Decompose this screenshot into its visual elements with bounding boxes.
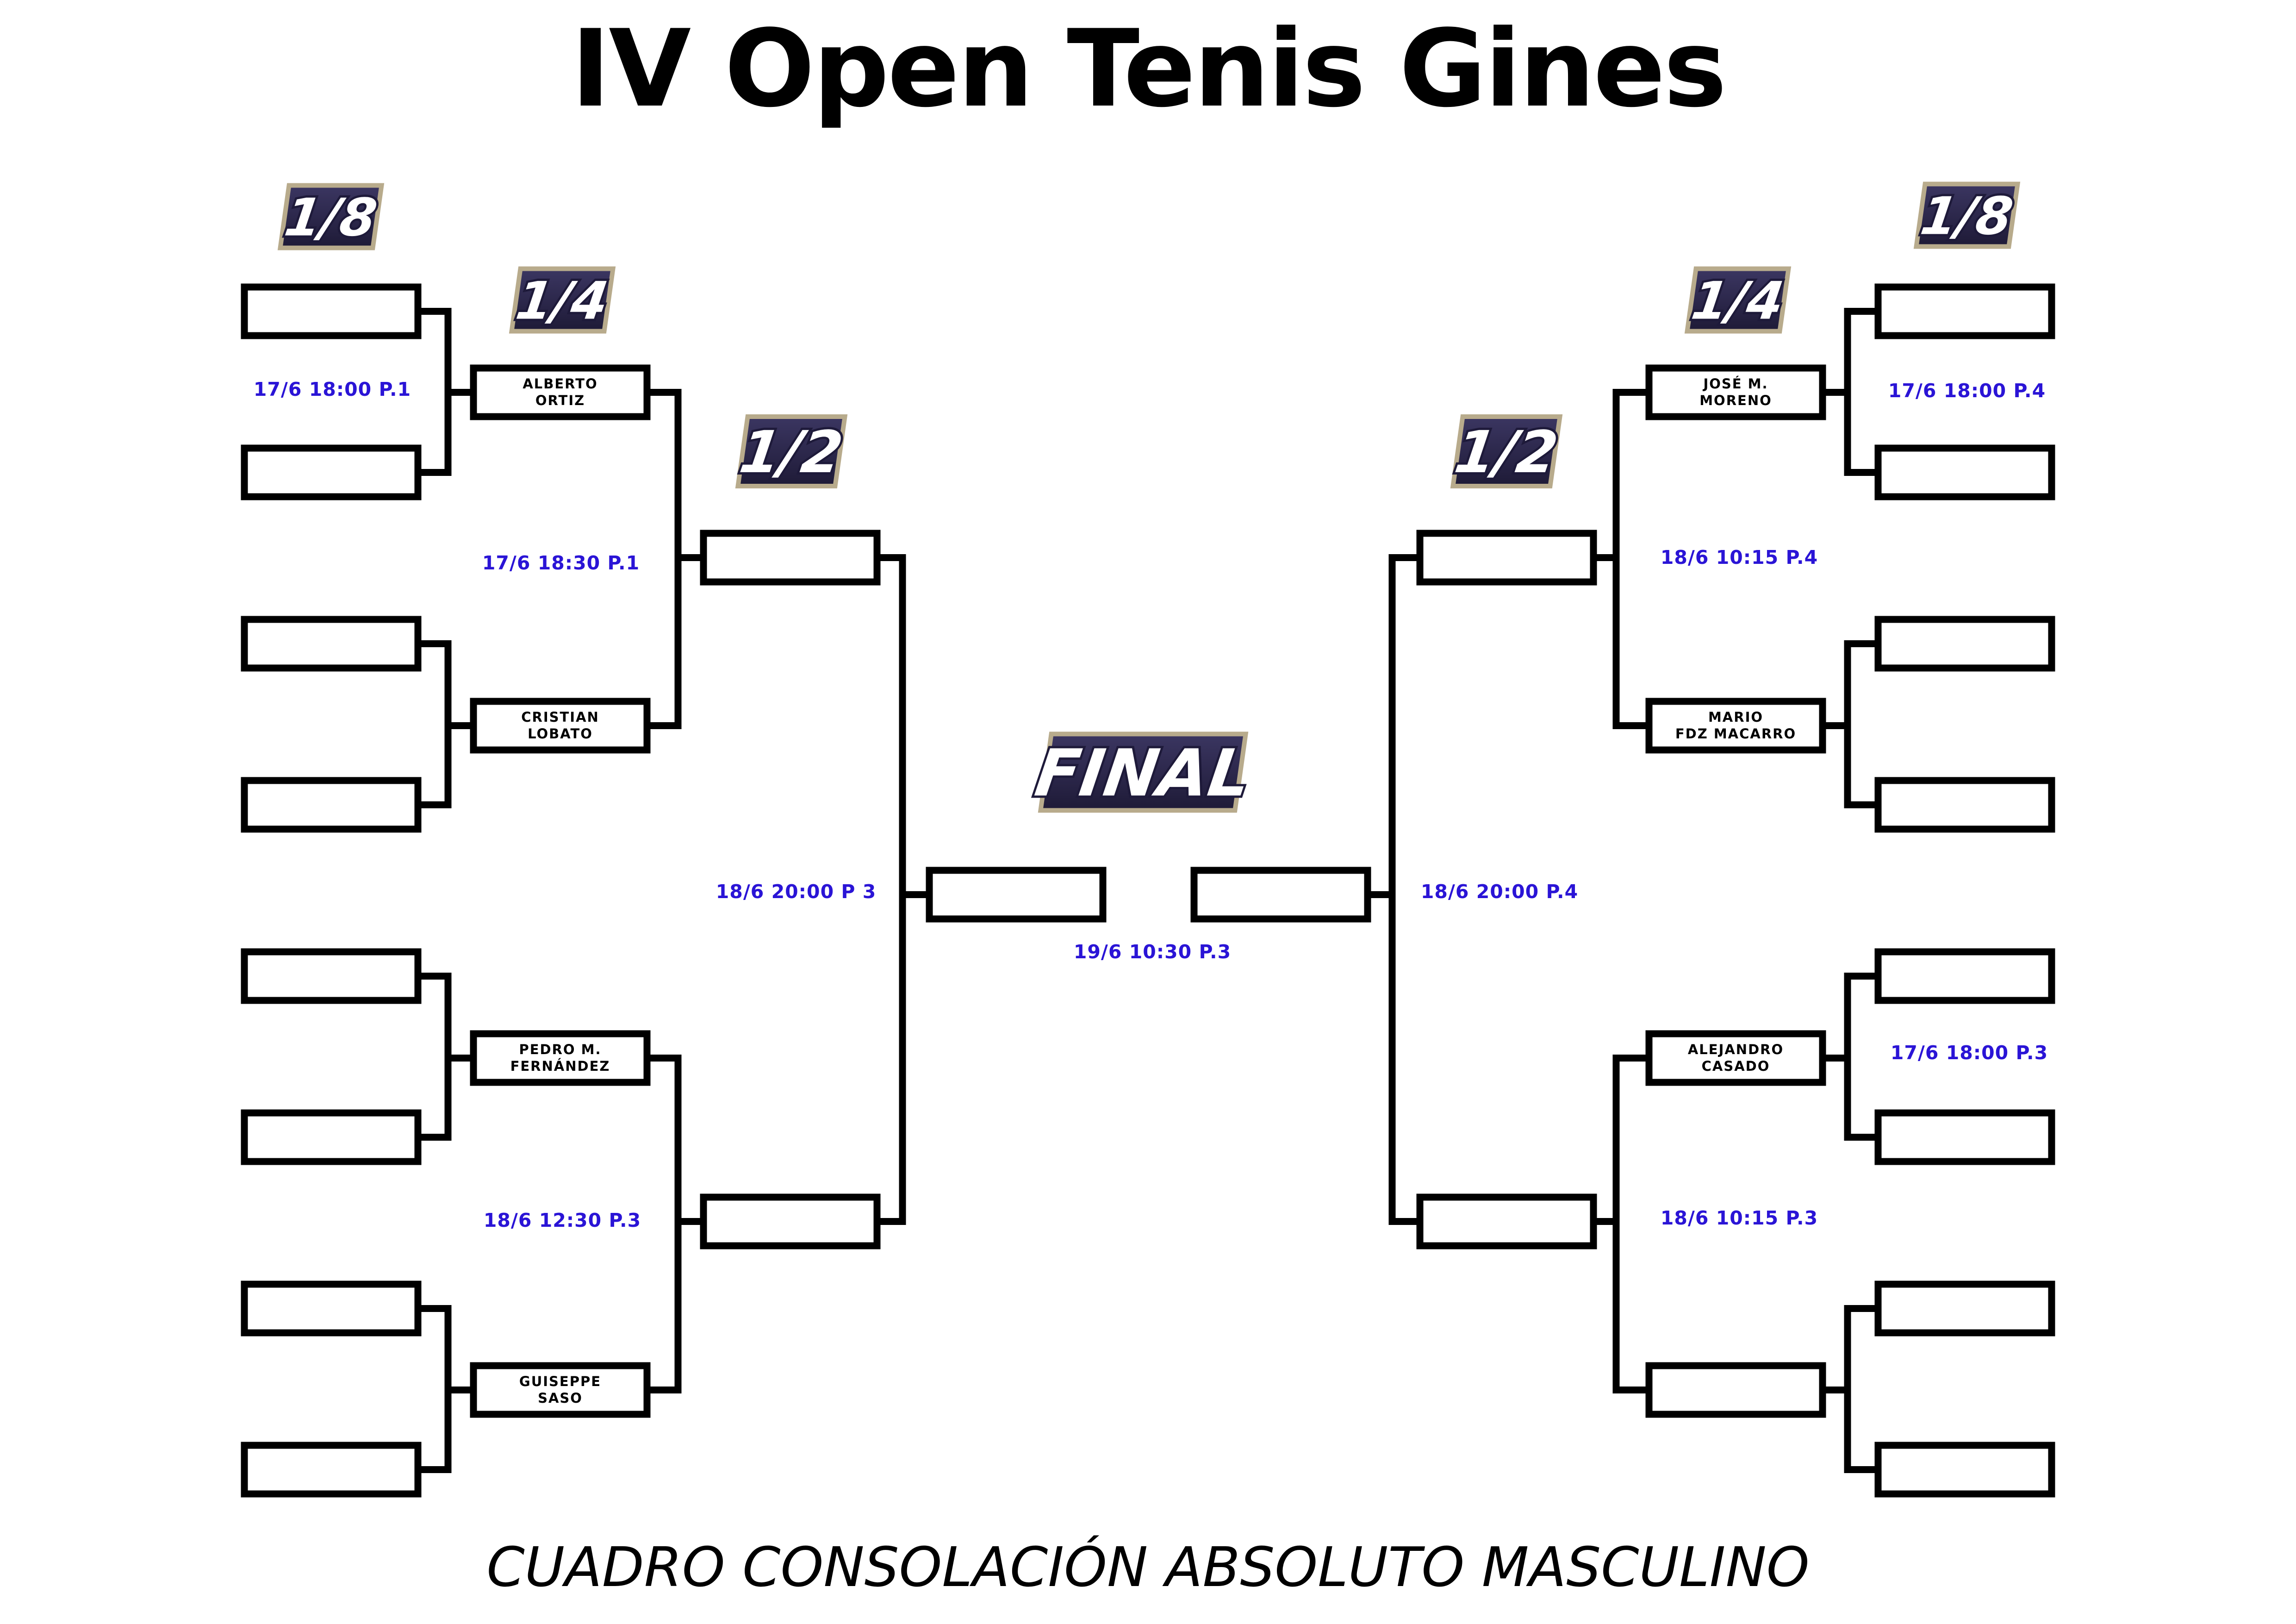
right-qf-player-2-line1: MARIO (1708, 709, 1763, 725)
right-r16-schedule-1: 17/6 18:00 P.4 (1888, 380, 2046, 402)
right-r16-slot-6 (1874, 1109, 2055, 1165)
left-sf-slot-2 (700, 1193, 881, 1249)
bracket-slots (241, 283, 2055, 1498)
left-r16-schedule-1: 17/6 18:00 P.1 (254, 378, 411, 400)
left-qf-player-3-line2: FERNÁNDEZ (510, 1058, 610, 1074)
right-qf-player-3-line2: CASADO (1702, 1058, 1770, 1074)
right-qf-slot-4 (1645, 1362, 1826, 1418)
left-qf-connector-2 (647, 1055, 703, 1393)
right-r16-connector-2 (1823, 640, 1878, 808)
left-sf-connector (877, 554, 929, 1225)
left-sf-badge-fill (740, 419, 842, 484)
left-qf-player-2-line2: LOBATO (528, 726, 593, 742)
right-r16-slot-2 (1874, 444, 2055, 500)
page-subtitle: CUADRO CONSOLACIÓN ABSOLUTO MASCULINO (486, 1535, 1810, 1599)
right-qf-badge: 1/4 (1684, 266, 1792, 334)
page-title: IV Open Tenis Gines (571, 7, 1727, 131)
bracket-lines (418, 308, 1878, 1473)
left-r16-connector-2 (418, 640, 473, 808)
left-qf-slot-3 (470, 1030, 651, 1086)
right-qf-slot-2 (1645, 698, 1826, 754)
left-r16-slot-6 (241, 1109, 422, 1165)
right-r16-slot-4 (1874, 777, 2055, 833)
left-qf-player-4-line1: GUISEPPE (519, 1374, 601, 1389)
left-sf-schedule: 18/6 20:00 P 3 (716, 881, 876, 903)
right-qf-badge-fill (1690, 271, 1786, 329)
right-sf-slot-1 (1416, 530, 1597, 586)
right-r16-connector-4 (1823, 1305, 1878, 1473)
left-qf-schedule-2: 18/6 12:30 P.3 (484, 1209, 641, 1231)
right-sf-schedule: 18/6 20:00 P.4 (1421, 881, 1578, 903)
final-badge-label: FINAL (1031, 736, 1255, 811)
left-r16-slot-8 (241, 1442, 422, 1498)
right-r16-slot-8 (1874, 1442, 2055, 1498)
left-qf-badge: 1/4 (509, 266, 616, 334)
right-qf-player-3-line1: ALEJANDRO (1688, 1042, 1784, 1057)
left-r16-slot-3 (241, 616, 422, 672)
left-qf-connector-1 (647, 389, 703, 729)
left-sf-slot-1 (700, 530, 881, 586)
right-final-slot (1190, 867, 1371, 923)
left-r16-connector-3 (418, 973, 473, 1141)
left-qf-slot-1 (470, 364, 651, 420)
final-schedule: 19/6 10:30 P.3 (1074, 941, 1231, 963)
right-r16-slot-1 (1874, 283, 2055, 339)
right-qf-schedule-2: 18/6 10:15 P.3 (1661, 1207, 1818, 1229)
left-r16-badge-label: 1/8 (281, 187, 380, 248)
right-sf-badge-fill (1456, 419, 1557, 484)
left-r16-slot-5 (241, 948, 422, 1004)
left-qf-player-3-line1: PEDRO M. (519, 1042, 601, 1057)
final-badge: FINAL (1028, 731, 1257, 813)
left-qf-player-2-line1: CRISTIAN (521, 709, 599, 725)
left-r16-slot-4 (241, 777, 422, 833)
right-qf-player-1-line1: JOSÉ M. (1702, 376, 1768, 392)
right-qf-schedule-1: 18/6 10:15 P.4 (1661, 546, 1818, 568)
left-r16-slot-7 (241, 1280, 422, 1337)
left-qf-player-4-line2: SASO (538, 1390, 583, 1406)
right-sf-badge: 1/2 (1449, 414, 1564, 488)
left-r16-connector-4 (418, 1305, 473, 1473)
left-r16-badge-fill (283, 187, 379, 246)
left-qf-player-1-line2: ORTIZ (535, 393, 585, 408)
left-r16-connector-1 (418, 308, 473, 476)
right-r16-badge-fill (1919, 186, 2015, 244)
right-sf-connector (1368, 554, 1420, 1225)
right-r16-badge: 1/8 (1913, 181, 2021, 249)
left-sf-badge: 1/2 (734, 414, 849, 488)
final-badge-fill (1043, 736, 1243, 808)
left-qf-slot-2 (470, 698, 651, 754)
left-r16-slot-2 (241, 444, 422, 500)
right-sf-badge-label: 1/2 (1451, 418, 1562, 486)
right-r16-badge-label: 1/8 (1917, 186, 2016, 246)
right-r16-schedule-2: 17/6 18:00 P.3 (1891, 1042, 2048, 1064)
right-qf-badge-label: 1/4 (1688, 271, 1787, 331)
right-r16-slot-7 (1874, 1280, 2055, 1337)
right-r16-slot-3 (1874, 616, 2055, 672)
right-r16-slot-5 (1874, 948, 2055, 1004)
right-qf-slot-1 (1645, 364, 1826, 420)
left-final-slot (926, 867, 1107, 923)
left-qf-slot-4 (470, 1362, 651, 1418)
right-qf-player-2-line2: FDZ MACARRO (1675, 726, 1796, 742)
left-qf-schedule-1: 17/6 18:30 P.1 (482, 552, 640, 574)
right-r16-connector-3 (1823, 973, 1878, 1141)
right-qf-connector-2 (1593, 1055, 1649, 1393)
left-sf-badge-label: 1/2 (736, 418, 847, 486)
right-qf-slot-3 (1645, 1030, 1826, 1086)
right-qf-connector-1 (1593, 389, 1649, 729)
right-qf-player-1-line2: MORENO (1699, 393, 1772, 408)
left-qf-player-1-line1: ALBERTO (523, 376, 597, 392)
left-r16-badge: 1/8 (277, 183, 385, 250)
left-qf-badge-fill (514, 271, 610, 329)
right-sf-slot-2 (1416, 1193, 1597, 1249)
right-r16-connector-1 (1823, 308, 1878, 476)
left-r16-slot-1 (241, 283, 422, 339)
left-qf-badge-label: 1/4 (512, 271, 612, 331)
